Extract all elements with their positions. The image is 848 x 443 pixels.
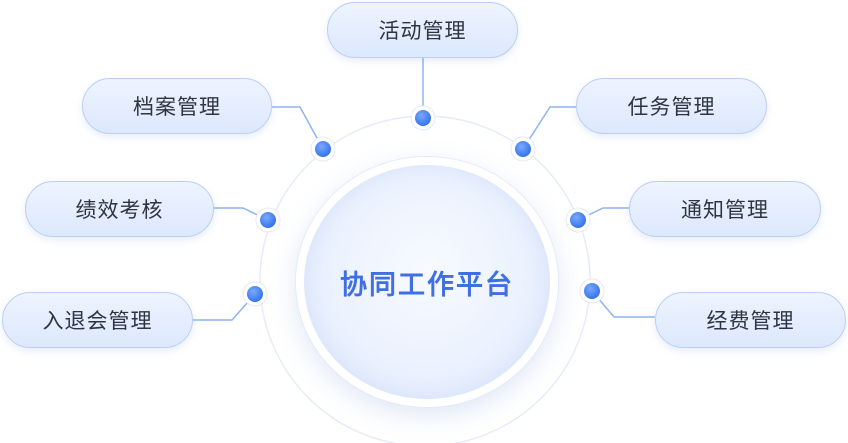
center-hub[interactable]: 协同工作平台	[296, 157, 558, 407]
node-archive-management[interactable]: 档案管理	[82, 78, 272, 134]
node-dot	[570, 212, 586, 228]
connector-line	[272, 106, 324, 150]
node-performance-review[interactable]: 绩效考核	[25, 181, 214, 237]
node-dot	[260, 212, 276, 228]
node-notification-management[interactable]: 通知管理	[629, 181, 821, 237]
node-dot	[515, 141, 531, 157]
node-membership-management[interactable]: 入退会管理	[2, 292, 193, 348]
node-dot	[247, 286, 263, 302]
node-task-management[interactable]: 任务管理	[576, 78, 767, 134]
connector-line	[522, 106, 576, 150]
node-dot	[584, 283, 600, 299]
node-dot	[415, 110, 431, 126]
connectors	[193, 58, 655, 321]
node-funding-management[interactable]: 经费管理	[655, 292, 846, 348]
node-dot	[315, 141, 331, 157]
node-activity-management[interactable]: 活动管理	[327, 2, 518, 58]
dots	[242, 105, 605, 307]
center-label: 协同工作平台	[340, 269, 514, 301]
